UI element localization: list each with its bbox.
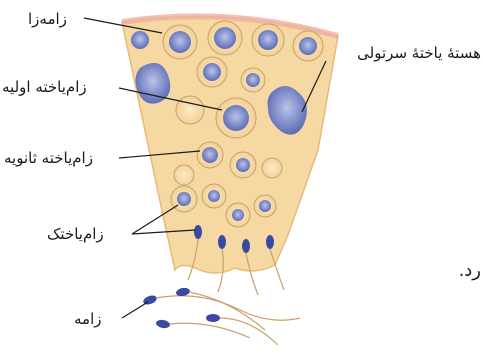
free-sperm [142,287,300,345]
label-primary-spermatocyte: زام‌یاخته اولیه [2,78,87,96]
label-spermatid: زام‌یاختک [47,225,104,243]
label-spermatogonium: زامه‌زا [28,10,67,28]
cut-off-text: رد. [459,262,481,280]
label-secondary-spermatocyte: زام‌یاخته ثانویه [4,149,93,167]
label-sperm: زامه [74,310,102,328]
label-sertoli-nucleus: هستهٔ یاختهٔ سرتولی [357,44,481,62]
